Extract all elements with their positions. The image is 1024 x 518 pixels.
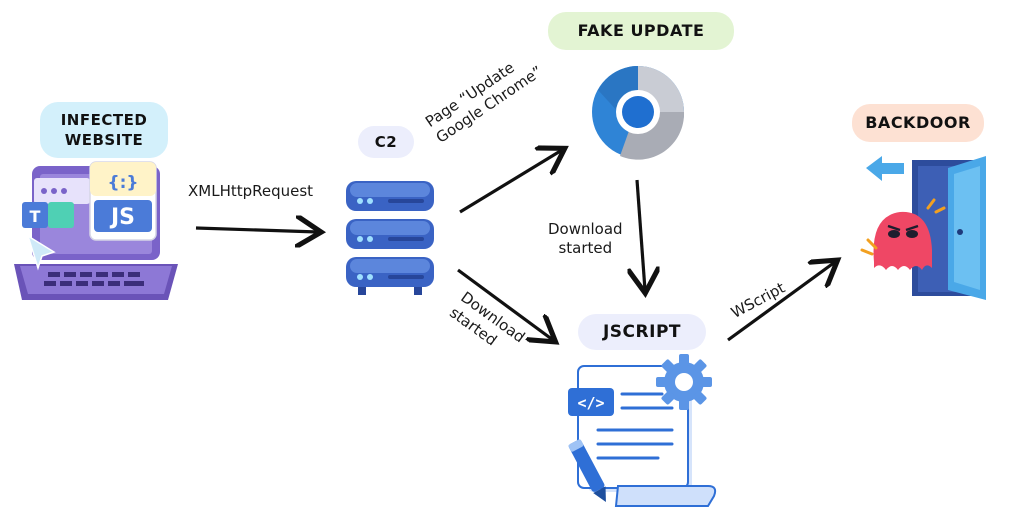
arrow-jscript-to-backdoor <box>727 262 835 342</box>
code-badge: {:} <box>107 173 138 193</box>
infected-website-line1: INFECTED <box>60 111 148 129</box>
door-ghost-icon <box>860 156 986 300</box>
jscript-label: JSCRIPT <box>578 314 706 350</box>
document-gear-icon: </> <box>568 354 717 507</box>
laptop-icon: {:} JS T <box>14 161 178 300</box>
arrow-website-to-c2 <box>195 228 318 232</box>
edge-label-download-started-vertical: Download started <box>548 220 623 257</box>
arrow-c2-to-fake-update <box>459 150 562 214</box>
arrow-c2-to-jscript <box>457 268 553 340</box>
infected-website-label: INFECTED WEBSITE <box>40 102 168 158</box>
text-badge: T <box>30 207 41 226</box>
backdoor-label: BACKDOOR <box>852 104 984 142</box>
server-icon <box>346 181 434 295</box>
fake-update-label: FAKE UPDATE <box>548 12 734 50</box>
code-tag-badge: </> <box>577 394 604 412</box>
js-badge: JS <box>109 205 135 230</box>
infected-website-line2: WEBSITE <box>64 131 144 149</box>
edge-label-xmlhttprequest: XMLHttpRequest <box>188 182 314 200</box>
c2-label: C2 <box>358 126 414 158</box>
arrow-fake-update-to-jscript <box>637 179 645 290</box>
chrome-icon <box>592 66 685 160</box>
